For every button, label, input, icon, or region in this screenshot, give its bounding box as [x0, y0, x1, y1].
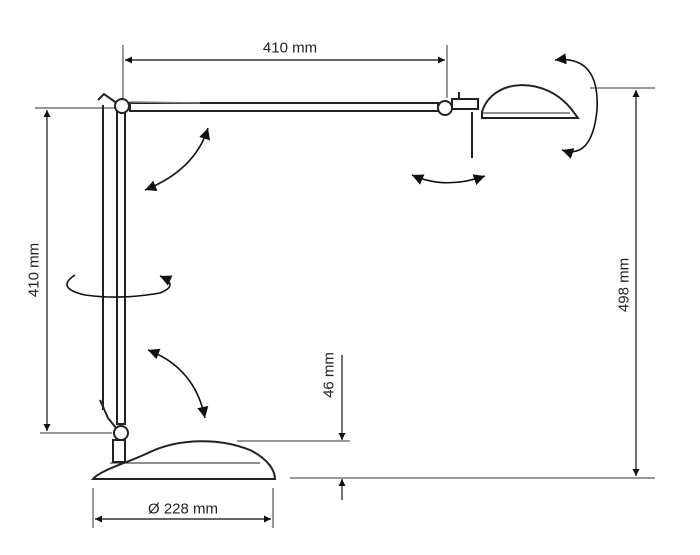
label-arm-vertical: 410 mm [25, 242, 43, 298]
dimension-arm-vertical [35, 107, 118, 434]
lamp [90, 84, 580, 480]
column-rotate-arrow [66, 274, 173, 298]
label-base-height: 46 mm [320, 352, 338, 398]
head-swivel-arrow [411, 174, 486, 185]
arm-tilt-arrow [144, 127, 211, 192]
dimension-base-diameter [92, 488, 274, 528]
rotation-arrows [66, 53, 598, 419]
dimension-base-height [237, 355, 350, 500]
head-rotate-arrow [554, 53, 598, 159]
dimension-arm-horizontal [122, 45, 448, 98]
base-tilt-arrow [147, 348, 209, 419]
label-total-height: 498 mm [615, 257, 633, 313]
label-base-diameter: Ø 228 mm [147, 500, 219, 518]
dimension-total-height [290, 87, 655, 479]
label-arm-horizontal: 410 mm [262, 39, 318, 57]
